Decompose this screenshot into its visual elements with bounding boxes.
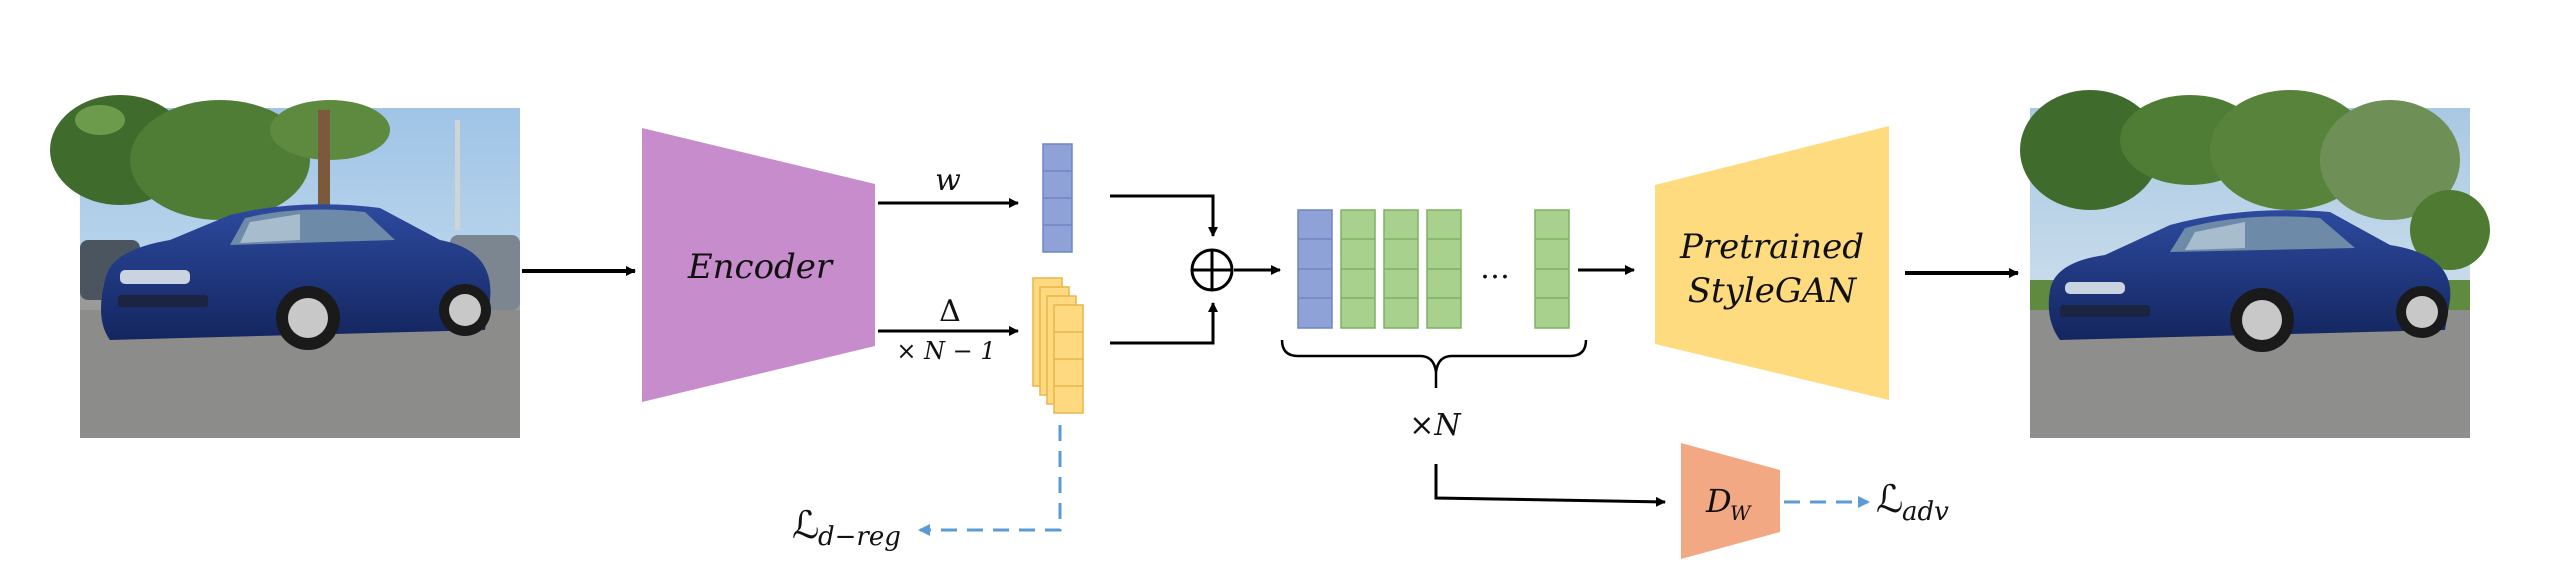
encoder-label: Encoder: [687, 247, 834, 287]
w-latent-block: [1042, 143, 1073, 253]
output-car-image: [2020, 90, 2490, 438]
latent-codes: …: [1297, 209, 1570, 329]
loss-dreg-label: ℒ d−reg: [792, 503, 901, 552]
arrow-delta-to-sum: [1110, 302, 1218, 345]
svg-text:d−reg: d−reg: [818, 522, 901, 552]
arrow-latents-to-discriminator: [1434, 464, 1666, 507]
generator-label-line2: StyleGAN: [1688, 271, 1858, 311]
latent-brace: [1280, 339, 1588, 373]
latent-column-green-1: [1340, 209, 1376, 329]
latent-column-blue: [1297, 209, 1333, 329]
arrow-w-to-sum: [1110, 194, 1218, 237]
discriminator-subscript: W: [1730, 501, 1752, 525]
svg-text:adv: adv: [1902, 497, 1949, 527]
sum-operator: [1190, 248, 1234, 292]
discriminator-block: D W: [1681, 443, 1780, 559]
dashed-arrow-to-dreg-loss: [918, 425, 1062, 536]
delta-label: Δ: [939, 294, 961, 329]
stylegan-generator-block: Pretrained StyleGAN: [1655, 126, 1889, 400]
latent-column-green-3: [1426, 209, 1462, 329]
delta-offset-stack: [1032, 277, 1084, 414]
discriminator-label: D: [1705, 482, 1732, 520]
latent-ellipsis: …: [1480, 251, 1510, 286]
times-n-label: ×N: [1409, 408, 1462, 443]
latent-column-green-2: [1383, 209, 1419, 329]
svg-text:ℒ: ℒ: [1876, 477, 1903, 521]
loss-adv-label: ℒ adv: [1876, 477, 1949, 527]
latent-column-green-last: [1534, 209, 1570, 329]
svg-text:ℒ: ℒ: [792, 503, 819, 547]
input-car-image: [50, 95, 520, 438]
w-label: w: [935, 163, 961, 198]
encoder-block: Encoder: [642, 128, 875, 402]
delta-multiplier-label: × N − 1: [896, 337, 995, 365]
generator-label-line1: Pretrained: [1679, 227, 1864, 267]
